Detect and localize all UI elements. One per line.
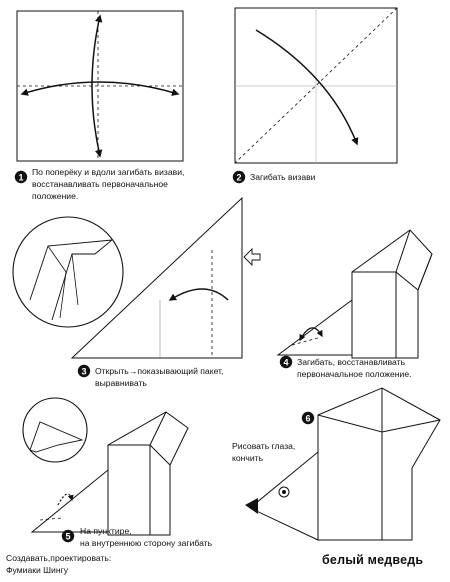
step-2-number: 2 xyxy=(236,172,241,182)
step-3-number-badge: 3 xyxy=(77,364,91,378)
step-5-head xyxy=(107,411,189,536)
step-5-number-badge: 5 xyxy=(61,529,75,543)
step-5-detail-circle xyxy=(22,397,88,463)
step-6-bear-head-lines xyxy=(317,388,441,540)
step-1-number-badge: 1 xyxy=(14,170,28,184)
step-6-bear-body xyxy=(249,387,441,541)
step-2-fold-arrow xyxy=(255,29,359,146)
step-number-badges: 1 2 3 4 5 6 xyxy=(14,170,315,543)
step-2-caption: Загибать визави xyxy=(250,172,316,182)
step-5-body xyxy=(30,468,109,533)
step-5-figure xyxy=(22,397,189,536)
step-3-open-arrow xyxy=(168,288,229,301)
step-4-head-lines xyxy=(395,229,433,291)
step-6-bear-snout xyxy=(249,507,319,541)
step-5-fold-arrow xyxy=(57,493,74,506)
step-3-detail-flap-inner xyxy=(47,245,79,319)
step-4-back-flap xyxy=(351,229,433,359)
step-2-number-badge: 2 xyxy=(232,170,246,184)
diagram-title: белый медведь xyxy=(322,553,424,567)
step-1-vertical-fold-arrow xyxy=(91,14,103,158)
step-5-number: 5 xyxy=(65,531,70,541)
bear-eye-pupil xyxy=(282,490,286,494)
bear-eye xyxy=(278,486,290,498)
step-2-figure xyxy=(234,7,398,164)
step-4-fold-arrow xyxy=(299,327,323,342)
step-3-caption: Открыть→показывающий пакет, выравнивать xyxy=(95,366,224,388)
step-4-caption: Загибать, восстанавливать первоначальное… xyxy=(297,357,412,379)
bear-nose xyxy=(245,498,258,514)
step-6-figure xyxy=(245,387,441,541)
step-3-triangle xyxy=(70,196,243,359)
step-5-head-lines xyxy=(108,411,171,535)
step-5-detail-fold xyxy=(29,421,84,453)
step-1-caption: По поперёку и вдоли загибать визави, вос… xyxy=(32,167,185,201)
step-5-caption: На пунктире, на внутреннюю сторону загиб… xyxy=(80,526,213,548)
step-3-detail-flap xyxy=(29,239,114,321)
step-1-number: 1 xyxy=(18,172,23,182)
step-4-base-triangle xyxy=(276,299,353,356)
step-2-diagonal-dashed-fold xyxy=(234,7,398,164)
step-4-dashed-fold xyxy=(291,337,319,346)
step-4-figure xyxy=(276,229,433,359)
step-6-caption: Рисовать глаза, кончить xyxy=(232,441,296,463)
step-5-dashed-fold xyxy=(39,517,63,521)
step-3-detail-circle xyxy=(12,216,124,328)
step-4-number: 4 xyxy=(283,357,288,367)
step-3-number: 3 xyxy=(81,366,86,376)
credits: Создавать,проектировать: Фумиаки Шингу xyxy=(6,553,112,575)
step-6-number: 6 xyxy=(305,413,310,423)
step-3-figure xyxy=(12,196,261,359)
step-1-figure xyxy=(16,10,184,162)
step-6-number-badge: 6 xyxy=(301,411,315,425)
step-1-horizontal-fold-arrow xyxy=(20,81,180,96)
step-3-push-arrow xyxy=(243,247,261,267)
step-4-number-badge: 4 xyxy=(279,355,293,369)
